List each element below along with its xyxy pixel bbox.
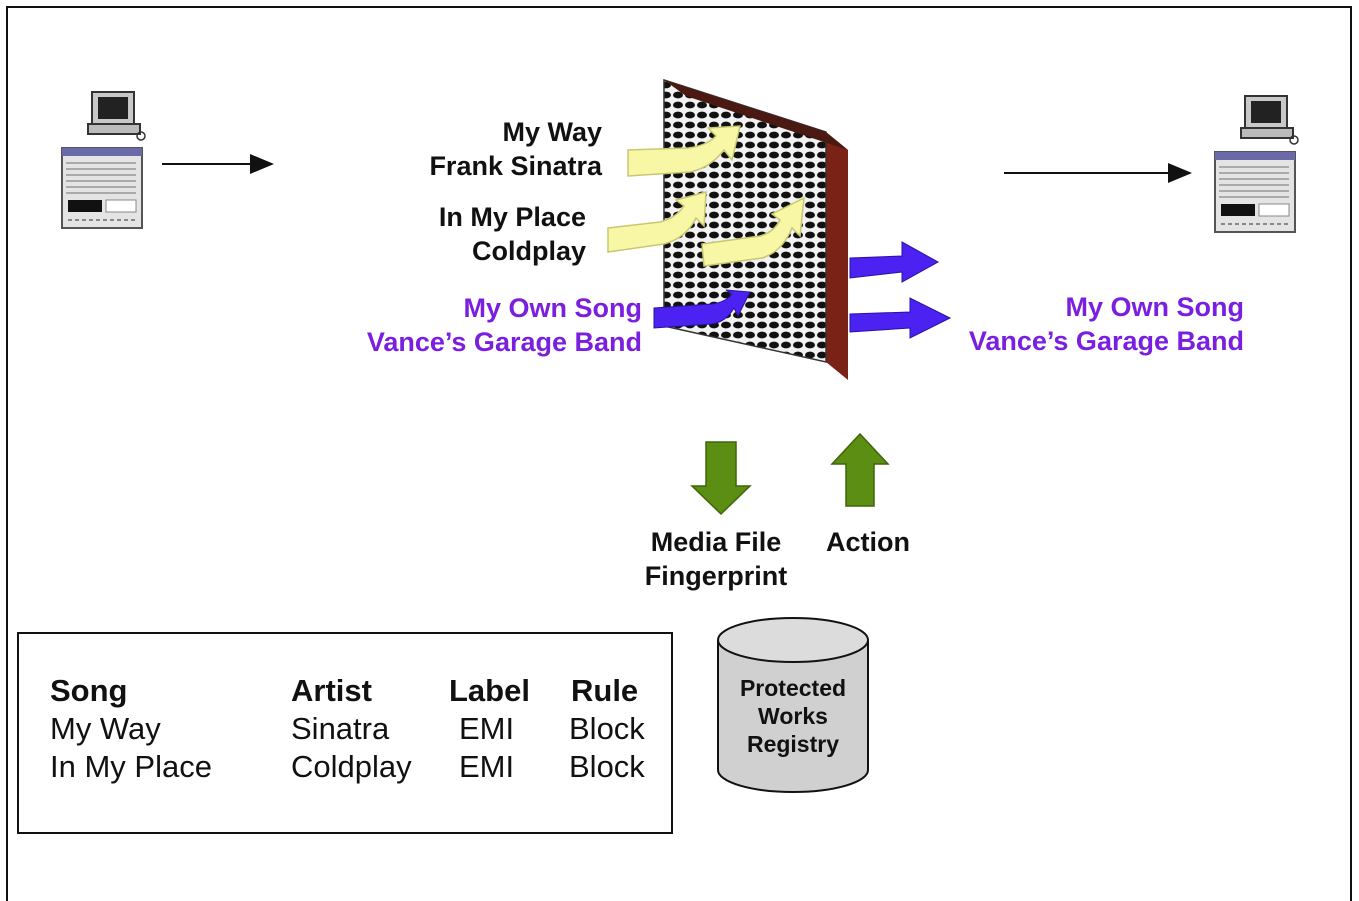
destination-computer-icon bbox=[1214, 95, 1299, 233]
registry-label-line3: Registry bbox=[746, 731, 840, 757]
song-artist-frank-sinatra: Frank Sinatra bbox=[429, 151, 602, 181]
song-title-my-own-song: My Own Song bbox=[463, 293, 643, 323]
table-cell-label: EMI bbox=[459, 749, 515, 784]
song-title-in-my-place: In My Place bbox=[438, 202, 586, 232]
table-cell-artist: Sinatra bbox=[291, 711, 390, 746]
allowed-arrow-out-top bbox=[849, 241, 940, 283]
table-header-artist: Artist bbox=[291, 673, 372, 708]
fingerprint-label: Fingerprint bbox=[644, 561, 788, 591]
filter-wall bbox=[663, 78, 848, 380]
action-up-arrow bbox=[830, 432, 890, 507]
table-cell-rule: Block bbox=[569, 749, 645, 784]
table-cell-song: My Way bbox=[50, 711, 161, 746]
blocked-arrow-my-way bbox=[627, 125, 741, 177]
table-cell-song: In My Place bbox=[50, 749, 212, 784]
action-label: Action bbox=[826, 527, 910, 557]
rules-table: Song Artist Label Rule My Way Sinatra EM… bbox=[17, 632, 673, 834]
song-artist-vances-garage-band: Vance’s Garage Band bbox=[366, 327, 642, 357]
song-title-my-way: My Way bbox=[502, 117, 602, 147]
diagram-frame bbox=[6, 6, 1352, 901]
delivered-song-artist: Vance’s Garage Band bbox=[968, 326, 1244, 356]
fingerprint-down-arrow bbox=[690, 441, 752, 516]
song-artist-coldplay: Coldplay bbox=[471, 236, 586, 266]
allowed-arrow-in bbox=[653, 289, 751, 329]
protected-works-registry-database bbox=[717, 617, 869, 793]
table-cell-artist: Coldplay bbox=[291, 749, 412, 784]
table-header-song: Song bbox=[50, 673, 128, 708]
registry-label-line2: Works bbox=[758, 703, 828, 729]
table-header-label: Label bbox=[449, 673, 530, 708]
source-computer-icon bbox=[61, 91, 146, 229]
media-file-label: Media File bbox=[650, 527, 782, 557]
registry-label-line1: Protected bbox=[739, 675, 847, 701]
table-cell-label: EMI bbox=[459, 711, 515, 746]
blocked-arrow-in-my-place bbox=[607, 191, 707, 253]
delivered-song-title: My Own Song bbox=[1065, 292, 1245, 322]
blocked-arrow-inside-wall bbox=[701, 196, 805, 267]
table-header-rule: Rule bbox=[571, 673, 639, 708]
registry-label: Protected Works Registry bbox=[720, 674, 866, 758]
allowed-arrow-out-bottom bbox=[849, 297, 952, 339]
table-cell-rule: Block bbox=[569, 711, 645, 746]
